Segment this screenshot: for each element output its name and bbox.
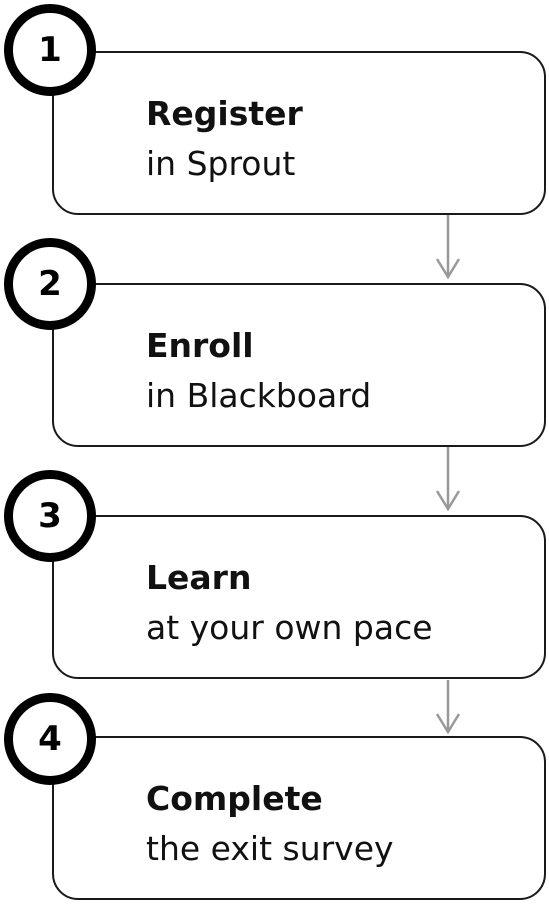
- step-text-4: Complete the exit survey: [146, 774, 394, 874]
- step-title-4: Complete: [146, 779, 323, 818]
- step-text-3: Learn at your own pace: [146, 553, 433, 653]
- step-text-1: Register in Sprout: [146, 89, 303, 189]
- arrow-down-icon-3: [435, 680, 461, 735]
- arrow-down-icon-2: [435, 447, 461, 512]
- step-box-1: Register in Sprout: [52, 51, 546, 215]
- step-number-badge-1: 1: [4, 4, 96, 96]
- step-title-1: Register: [146, 94, 303, 133]
- step-number-badge-4: 4: [4, 693, 96, 785]
- step-subtitle-1: in Sprout: [146, 144, 296, 183]
- arrow-down-icon-1: [435, 215, 461, 280]
- step-title-2: Enroll: [146, 326, 254, 365]
- step-subtitle-4: the exit survey: [146, 829, 394, 868]
- step-box-4: Complete the exit survey: [52, 736, 546, 900]
- step-subtitle-3: at your own pace: [146, 608, 433, 647]
- step-box-3: Learn at your own pace: [52, 515, 546, 679]
- step-box-2: Enroll in Blackboard: [52, 283, 546, 447]
- step-text-2: Enroll in Blackboard: [146, 321, 371, 421]
- step-subtitle-2: in Blackboard: [146, 376, 372, 415]
- step-number-badge-3: 3: [4, 470, 96, 562]
- step-number-badge-2: 2: [4, 238, 96, 330]
- step-title-3: Learn: [146, 558, 252, 597]
